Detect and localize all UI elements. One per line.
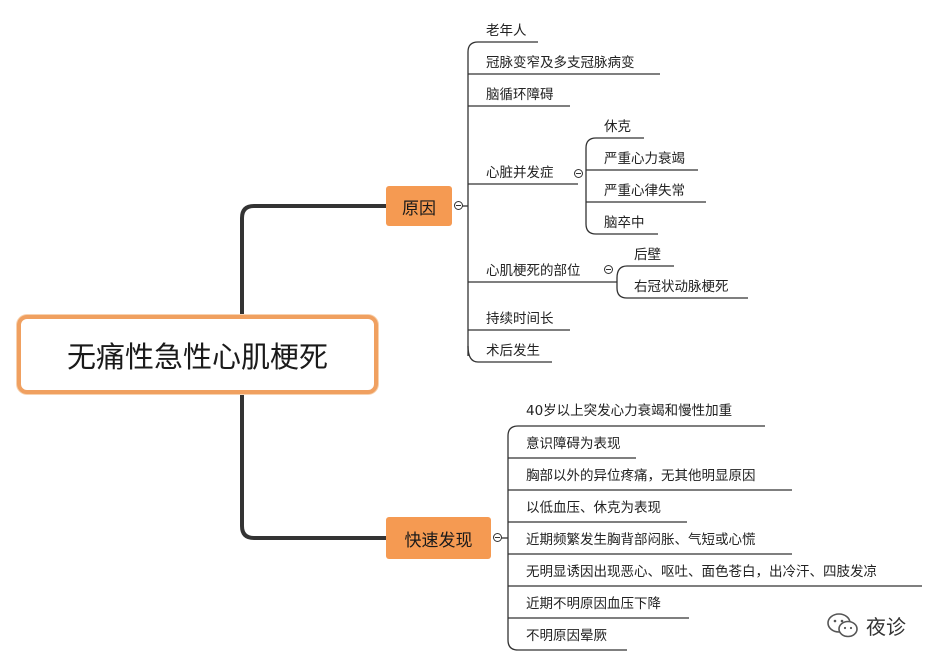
detection-node[interactable]: 意识障碍为表现 <box>526 435 621 453</box>
subnode[interactable]: 严重心律失常 <box>604 182 685 200</box>
collapse-heart-complications-icon[interactable] <box>574 169 583 178</box>
trunk-line-detection <box>240 394 386 540</box>
node-label: 后壁 <box>634 247 661 263</box>
node-label: 不明原因晕厥 <box>526 628 607 644</box>
subnode[interactable]: 脑卒中 <box>604 214 645 232</box>
collapse-causes-icon[interactable] <box>454 201 463 210</box>
cause-node[interactable]: 术后发生 <box>486 342 540 360</box>
detection-node[interactable]: 以低血压、休克为表现 <box>526 499 661 517</box>
node-label: 术后发生 <box>486 343 540 359</box>
causes-connectors <box>460 41 748 363</box>
detection-node[interactable]: 不明原因晕厥 <box>526 627 607 645</box>
node-label: 意识障碍为表现 <box>526 436 621 452</box>
detection-node[interactable]: 近期频繁发生胸背部闷胀、气短或心慌 <box>526 531 756 549</box>
root-topic-label: 无痛性急性心肌梗死 <box>66 339 328 374</box>
collapse-detection-icon[interactable] <box>493 533 502 542</box>
node-label: 右冠状动脉梗死 <box>634 279 729 295</box>
node-label: 近期频繁发生胸背部闷胀、气短或心慌 <box>526 532 756 548</box>
node-label: 脑循环障碍 <box>486 87 554 103</box>
node-label: 休克 <box>604 119 631 135</box>
wechat-icon <box>827 612 858 637</box>
cause-node[interactable]: 脑循环障碍 <box>486 86 554 104</box>
subnode[interactable]: 休克 <box>604 118 631 136</box>
detection-node[interactable]: 无明显诱因出现恶心、呕吐、面色苍白，出冷汗、四肢发凉 <box>526 563 877 581</box>
node-label: 40岁以上突发心力衰竭和慢性加重 <box>526 403 733 419</box>
cause-node-heart-complications[interactable]: 心脏并发症 <box>486 164 554 182</box>
detection-node[interactable]: 40岁以上突发心力衰竭和慢性加重 <box>526 402 732 420</box>
subnode[interactable]: 严重心力衰竭 <box>604 150 685 168</box>
root-topic[interactable]: 无痛性急性心肌梗死 <box>17 315 378 394</box>
watermark: 夜诊 <box>826 611 906 640</box>
node-label: 无明显诱因出现恶心、呕吐、面色苍白，出冷汗、四肢发凉 <box>526 564 877 580</box>
node-label: 持续时间长 <box>486 311 554 327</box>
subnode[interactable]: 后壁 <box>634 246 661 264</box>
watermark-text: 夜诊 <box>866 615 906 639</box>
node-label: 心脏并发症 <box>486 165 554 181</box>
cause-node[interactable]: 冠脉变窄及多支冠脉病变 <box>486 54 635 72</box>
cause-node-infarct-location[interactable]: 心肌梗死的部位 <box>486 262 581 280</box>
detection-node[interactable]: 近期不明原因血压下降 <box>526 595 661 613</box>
branch-detection-label: 快速发现 <box>404 530 473 551</box>
cause-node[interactable]: 老年人 <box>486 22 527 40</box>
subnode[interactable]: 右冠状动脉梗死 <box>634 278 729 296</box>
branch-causes-label: 原因 <box>402 198 436 219</box>
trunk-line-causes <box>240 204 386 315</box>
node-label: 心肌梗死的部位 <box>486 263 581 279</box>
node-label: 胸部以外的异位疼痛，无其他明显原因 <box>526 468 756 484</box>
node-label: 以低血压、休克为表现 <box>526 500 661 516</box>
collapse-infarct-location-icon[interactable] <box>604 265 613 274</box>
node-label: 冠脉变窄及多支冠脉病变 <box>486 55 635 71</box>
node-label: 老年人 <box>486 23 527 39</box>
cause-node[interactable]: 持续时间长 <box>486 310 554 328</box>
branch-causes[interactable]: 原因 <box>386 186 452 226</box>
detection-connectors <box>496 425 922 651</box>
node-label: 脑卒中 <box>604 215 645 231</box>
detection-node[interactable]: 胸部以外的异位疼痛，无其他明显原因 <box>526 467 756 485</box>
node-label: 严重心力衰竭 <box>604 151 685 167</box>
node-label: 严重心律失常 <box>604 183 685 199</box>
node-label: 近期不明原因血压下降 <box>526 596 661 612</box>
branch-detection[interactable]: 快速发现 <box>386 517 491 559</box>
